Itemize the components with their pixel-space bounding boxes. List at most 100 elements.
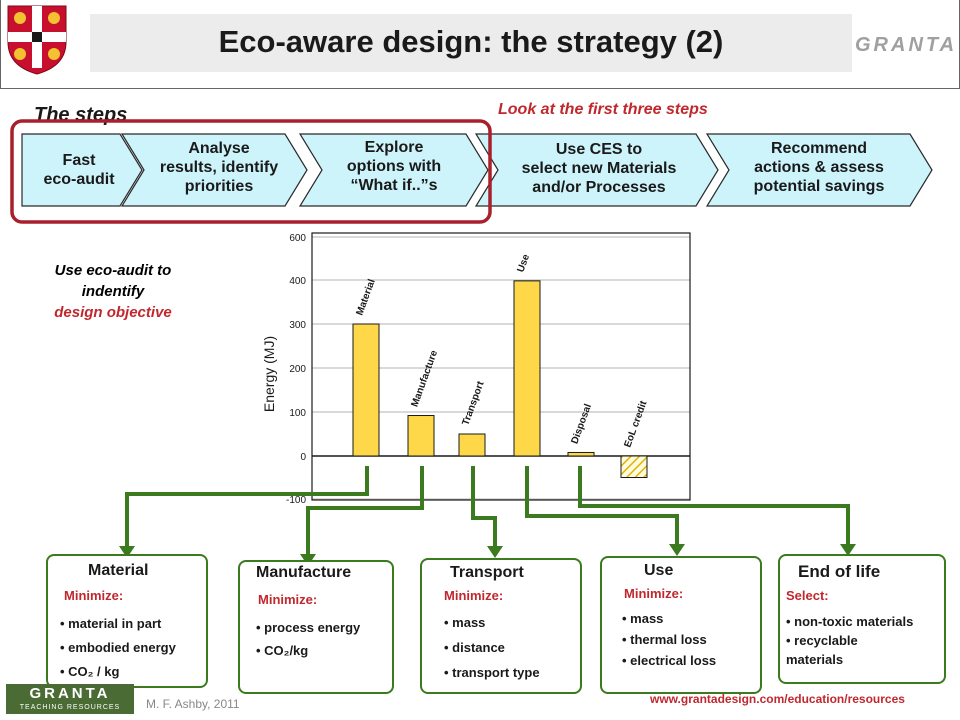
material-box-list: • material in part • embodied energy • C…: [60, 612, 176, 684]
steps-flow: [10, 119, 933, 224]
chart-y-tick-label: 200: [289, 364, 306, 375]
chart-y-axis-label: Energy (MJ): [261, 336, 277, 412]
website-link[interactable]: www.grantadesign.com/education/resources: [650, 692, 905, 706]
highlight-note: Look at the first three steps: [498, 101, 708, 118]
connector-material: [125, 466, 369, 548]
step-2-line-2: results, identify: [159, 159, 279, 176]
step-arrow-2: [120, 133, 308, 207]
chart-bars: [352, 280, 648, 478]
step-5-line-3: potential savings: [753, 178, 885, 195]
step-2-line-1: Analyse: [188, 140, 250, 157]
end-of-life-box-list: • non-toxic materials • recyclable mater…: [786, 612, 913, 669]
step-4-line-1: Use CES to: [555, 141, 643, 158]
list-item: • electrical loss: [622, 653, 717, 668]
step-1-line-1: Fast: [62, 152, 96, 169]
list-item: • transport type: [444, 665, 540, 680]
list-item: • CO₂ / kg: [60, 664, 120, 679]
step-1-line-2: eco-audit: [43, 171, 115, 188]
chart-y-tick-label: 400: [289, 276, 306, 287]
side-note-line-2: indentify: [81, 283, 145, 300]
transport-box-list: • mass • distance • transport type: [444, 610, 540, 685]
chart-tick-labels: 600 400 300 200 100 0 -100: [286, 233, 306, 506]
author-credit: M. F. Ashby, 2011: [146, 697, 240, 711]
step-4-line-3: and/or Processes: [532, 179, 666, 196]
side-note: Use eco-audit to indentify design object…: [28, 260, 198, 323]
step-5-line-2: actions & assess: [754, 159, 884, 176]
connector-use: [525, 466, 679, 546]
footer-logo-subtext: TEACHING RESOURCES: [19, 704, 121, 711]
step-1-label: Fast eco-audit: [24, 151, 134, 189]
connector-transport: [471, 466, 497, 548]
step-5-label: Recommend actions & assess potential sav…: [728, 139, 910, 196]
highlight-frame: [10, 119, 492, 224]
step-5-line-1: Recommend: [770, 140, 868, 157]
chart-y-tick-label: 300: [289, 320, 306, 331]
transport-box-title: Transport: [450, 564, 524, 581]
step-2-label: Analyse results, identify priorities: [144, 139, 294, 196]
use-box-title: Use: [644, 562, 674, 579]
list-item: • thermal loss: [622, 632, 707, 647]
end-of-life-box: End of life Select: • non-toxic material…: [778, 554, 946, 684]
chart-y-tick-label: -100: [286, 495, 306, 506]
step-4-label: Use CES to select new Materials and/or P…: [496, 140, 702, 197]
chart-y-tick-label: 600: [289, 233, 306, 244]
step-arrow-4: [474, 133, 719, 207]
chart-bar-material: [352, 323, 380, 457]
side-note-line-3: design objective: [54, 304, 172, 321]
header-left-border: [0, 0, 1, 88]
list-item: • mass: [444, 615, 486, 630]
step-arrow-1: [21, 133, 143, 207]
chart-frame: [311, 232, 691, 501]
list-item: • embodied energy: [60, 640, 176, 655]
step-arrow-5: [705, 133, 933, 207]
end-of-life-box-title: End of life: [798, 562, 881, 581]
chart-bar-disposal: [567, 451, 595, 457]
use-box-subtitle: Minimize:: [624, 586, 684, 601]
step-4-line-2: select new Materials: [521, 160, 677, 177]
manufacture-box-list: • process energy • CO₂/kg: [256, 616, 360, 662]
list-item: • process energy: [256, 620, 361, 635]
title-bar: [90, 14, 852, 72]
list-item: materials: [786, 652, 844, 667]
step-3-label: Explore options with “What if..”s: [320, 138, 468, 195]
chart-bar-eol-credit: [620, 455, 648, 478]
side-note-line-1: Use eco-audit to: [54, 262, 172, 279]
university-crest-icon: [7, 5, 67, 75]
granta-logo: GRANTA: [855, 34, 958, 56]
connector-manufacture: [306, 466, 424, 556]
step-3-line-2: options with: [346, 158, 442, 175]
connector-end-of-life: [578, 466, 850, 546]
list-item: • material in part: [60, 616, 162, 631]
material-box: Material Minimize: • material in part • …: [46, 554, 208, 688]
chart-bar-use: [513, 280, 541, 457]
chart-y-tick-label: 0: [300, 452, 306, 463]
footer-logo: GRANTA TEACHING RESOURCES: [6, 684, 134, 714]
manufacture-box: Manufacture Minimize: • process energy •…: [238, 560, 394, 694]
slide-title: Eco-aware design: the strategy (2): [218, 24, 724, 59]
step-2-line-3: priorities: [184, 178, 254, 195]
step-3-line-1: Explore: [364, 139, 424, 156]
header-divider: [0, 88, 960, 89]
list-item: • non-toxic materials: [786, 614, 914, 629]
list-item: • recyclable: [786, 633, 858, 648]
transport-box-subtitle: Minimize:: [444, 588, 504, 603]
step-3-line-3: “What if..”s: [350, 177, 438, 194]
chart-y-tick-label: 100: [289, 408, 306, 419]
transport-box: Transport Minimize: • mass • distance • …: [420, 558, 582, 694]
manufacture-box-subtitle: Minimize:: [258, 592, 318, 607]
material-box-subtitle: Minimize:: [64, 588, 124, 603]
chart-bar-transport: [458, 433, 486, 457]
list-item: • distance: [444, 640, 505, 655]
end-of-life-box-subtitle: Select:: [786, 588, 829, 603]
material-box-title: Material: [88, 562, 149, 579]
list-item: • CO₂/kg: [256, 643, 309, 658]
chart-bar-manufacture: [407, 415, 435, 457]
list-item: • mass: [622, 611, 664, 626]
step-arrow-3: [298, 133, 489, 207]
manufacture-box-title: Manufacture: [256, 564, 352, 581]
use-box: Use Minimize: • mass • thermal loss • el…: [600, 556, 762, 694]
use-box-list: • mass • thermal loss • electrical loss: [622, 608, 716, 671]
footer-logo-text: GRANTA: [29, 685, 111, 702]
